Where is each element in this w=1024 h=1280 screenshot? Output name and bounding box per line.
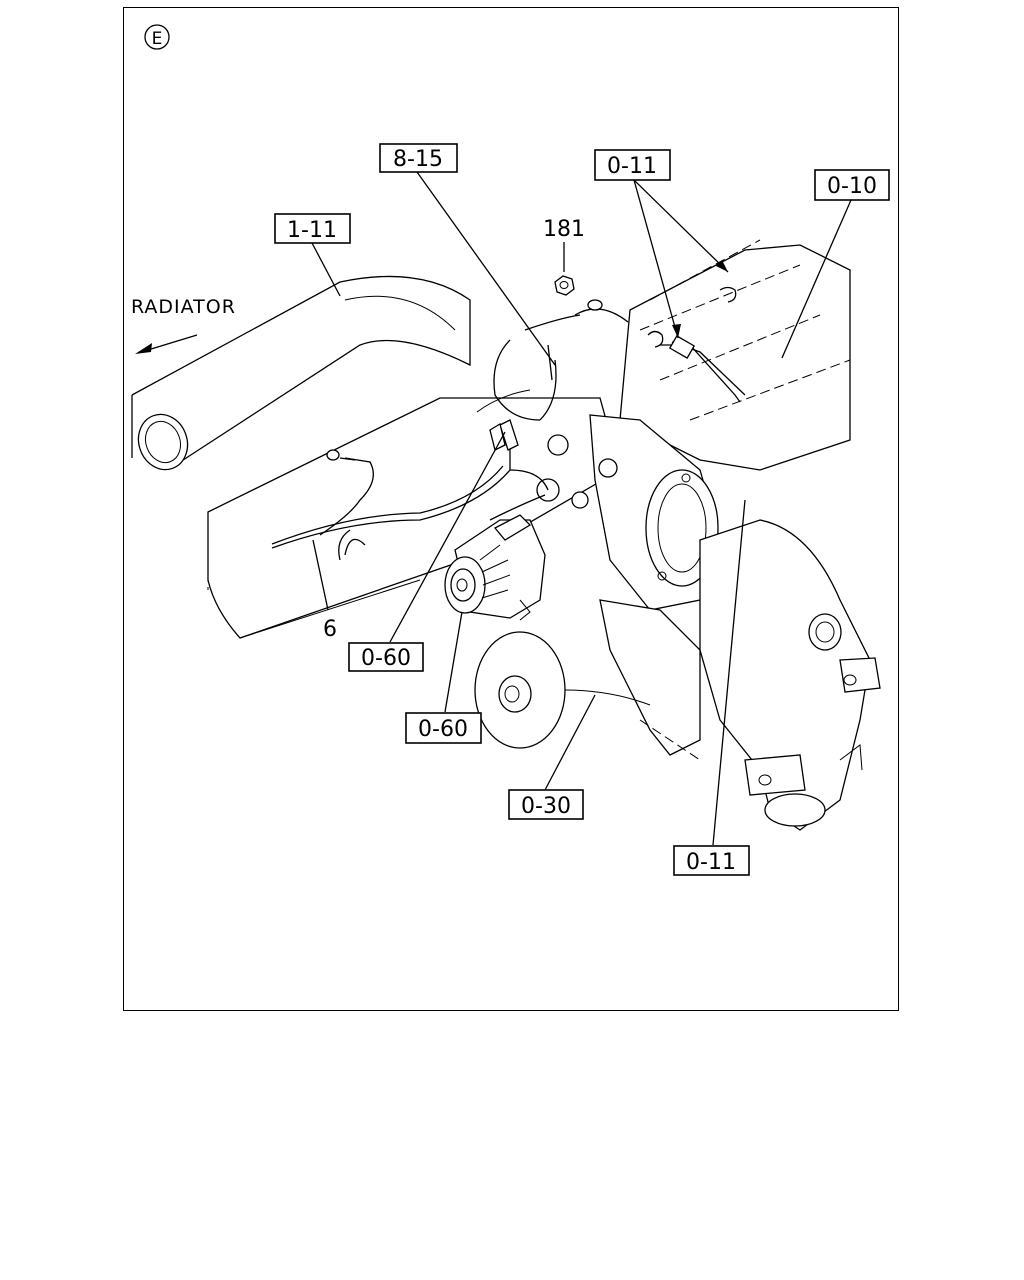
callout-8-15-text: 8-15 [393, 147, 443, 172]
water-pump-housing [599, 519, 881, 831]
callout-0-10-text: 0-10 [827, 174, 877, 199]
fan-pulley [474, 631, 651, 749]
callout-6-text: 6 [323, 617, 337, 642]
wiring-harness [271, 419, 549, 561]
radiator-arrow-head [135, 343, 152, 354]
callout-0-30: 0-30 [508, 789, 584, 820]
callout-0-60-a: 0-60 [348, 642, 424, 672]
engine-block [207, 397, 621, 639]
diagram-frame [123, 7, 899, 1011]
radiator-hose [131, 275, 471, 471]
callout-8-15: 8-15 [379, 143, 458, 173]
nut [554, 275, 575, 296]
heater-sensor [476, 286, 746, 421]
callout-1-11-text: 1-11 [287, 218, 337, 243]
callout-0-10: 0-10 [814, 169, 890, 201]
callout-0-11-top-text: 0-11 [607, 154, 657, 179]
radiator-direction: RADIATOR [131, 296, 236, 354]
view-marker-letter: E [152, 29, 163, 49]
leader-lines [311, 171, 852, 846]
callout-6: 6 [323, 617, 337, 642]
callout-0-30-text: 0-30 [521, 794, 571, 819]
cylinder-head [619, 239, 851, 471]
callout-0-11-top: 0-11 [594, 149, 671, 181]
callout-1-11: 1-11 [274, 213, 351, 244]
callout-0-11-bottom: 0-11 [673, 845, 750, 876]
generator [444, 514, 546, 621]
view-marker: E [144, 24, 170, 50]
callout-181-text: 181 [543, 217, 585, 242]
callout-0-60-b-text: 0-60 [418, 717, 468, 742]
radiator-label: RADIATOR [131, 296, 236, 318]
callout-181: 181 [543, 217, 585, 242]
callout-0-60-b: 0-60 [405, 712, 482, 744]
callout-0-60-a-text: 0-60 [361, 646, 411, 671]
callout-0-11-bottom-text: 0-11 [686, 850, 736, 875]
